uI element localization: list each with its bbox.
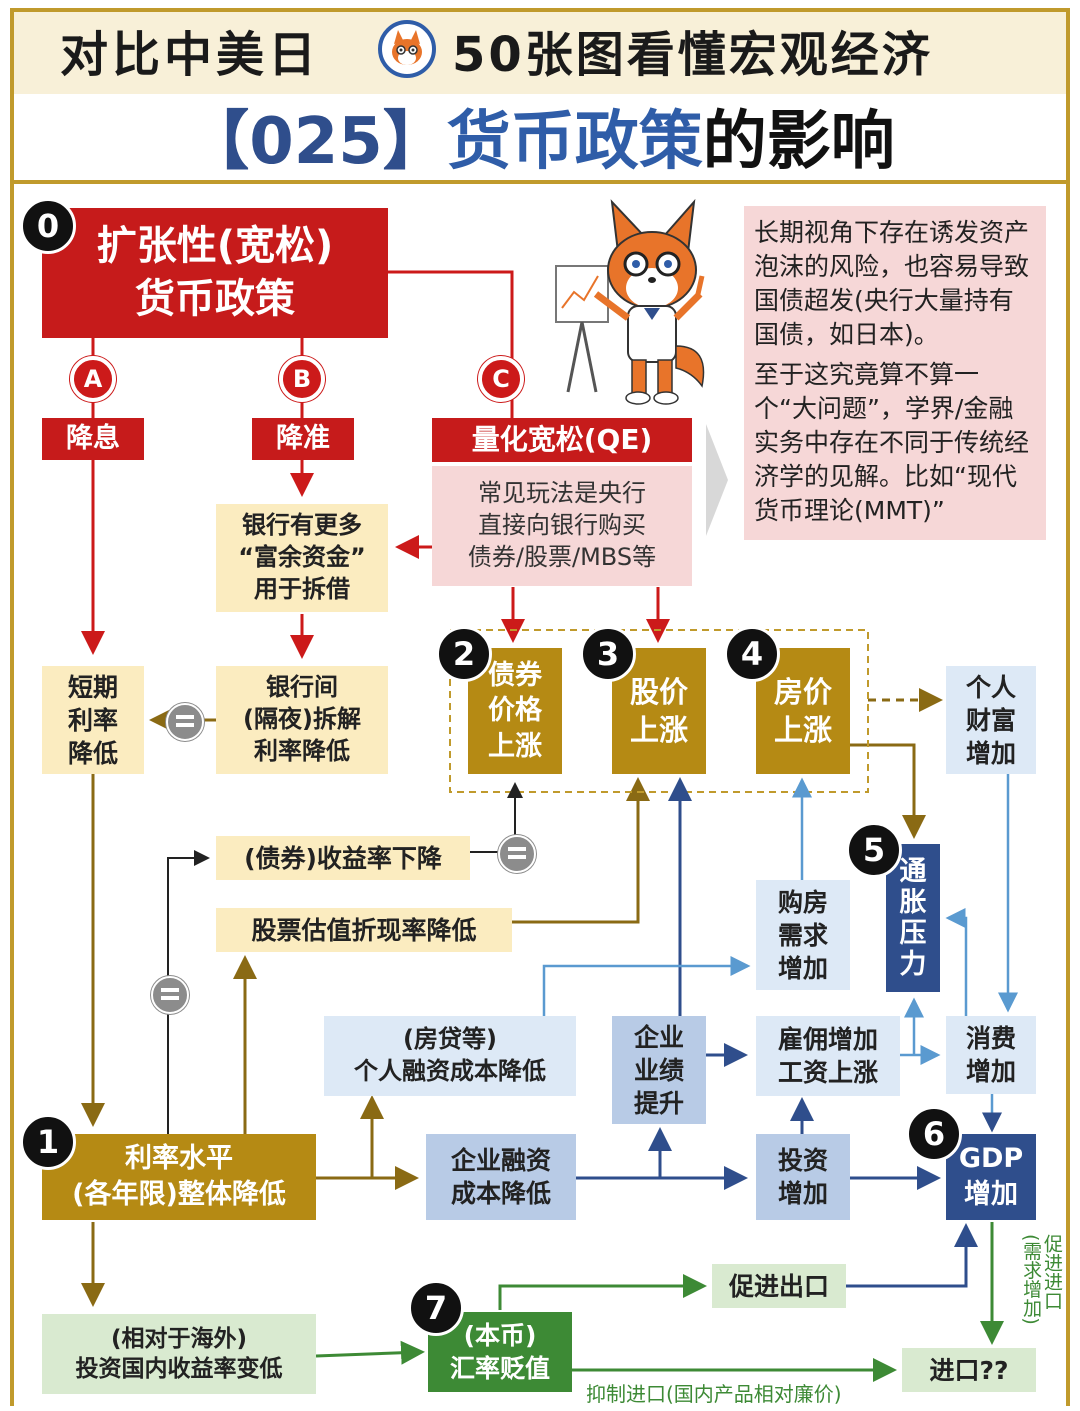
overseas-yield-box: (相对于海外) 投资国内收益率变低 xyxy=(42,1314,316,1394)
note-paragraph-1: 长期视角下存在诱发资产泡沫的风险，也容易导致国债超发(央行大量持有国债，如日本)… xyxy=(754,218,1030,349)
subtitle-row: 【025】 货币政策 的影响 xyxy=(10,92,1070,180)
imports-box: 进口?? xyxy=(902,1348,1036,1392)
housing-demand-box: 购房 需求 增加 xyxy=(756,880,850,990)
expansionary-policy-box: 扩张性(宽松) 货币政策 xyxy=(42,208,388,338)
employment-wage-box: 雇佣增加 工资上涨 xyxy=(756,1016,900,1096)
frame-right xyxy=(1066,8,1070,1406)
step-4-badge: 4 xyxy=(724,626,780,682)
cut-rrr-box: 降准 xyxy=(252,418,354,460)
frame-left xyxy=(10,8,14,1406)
equity-discount-box: 股票估值折现率降低 xyxy=(216,908,512,952)
path-a-badge: A xyxy=(70,356,116,402)
subtitle-blue: 货币政策 xyxy=(446,105,703,179)
wealth-increase-box: 个人 财富 增加 xyxy=(946,666,1036,774)
corporate-finance-cost-box: 企业融资 成本降低 xyxy=(426,1134,576,1220)
promote-import-label: 促进进口 (需求增加) xyxy=(1020,1234,1063,1325)
step-1-badge: 1 xyxy=(20,1114,76,1170)
equal-icon-3 xyxy=(151,976,189,1014)
fox-teacher-illustration xyxy=(552,196,722,410)
note-paragraph-2: 至于这究竟算不算一个“大问题”，学界/金融实务中存在不同于传统经济学的见解。比如… xyxy=(754,360,1030,525)
step-7-badge: 7 xyxy=(408,1280,464,1336)
path-c-badge: C xyxy=(478,356,524,402)
fox-logo-icon xyxy=(378,20,436,78)
subtitle-black: 的影响 xyxy=(702,105,895,179)
corporate-performance-box: 企业 业绩 提升 xyxy=(612,1016,706,1124)
qe-description-box: 常见玩法是央行 直接向银行购买 债券/股票/MBS等 xyxy=(432,466,692,586)
personal-finance-cost-box: (房贷等) 个人融资成本降低 xyxy=(324,1016,576,1096)
equal-icon-1 xyxy=(166,703,204,741)
bond-yield-box: (债券)收益率下降 xyxy=(216,836,470,880)
path-b-badge: B xyxy=(279,356,325,402)
header-bar xyxy=(10,8,1070,94)
step-2-badge: 2 xyxy=(436,626,492,682)
consumption-increase-box: 消费 增加 xyxy=(946,1016,1036,1094)
qe-box: 量化宽松(QE) xyxy=(432,418,692,462)
note-box: 长期视角下存在诱发资产泡沫的风险，也容易导致国债超发(央行大量持有国债，如日本)… xyxy=(744,206,1046,540)
cut-rate-box: 降息 xyxy=(42,418,144,460)
step-3-badge: 3 xyxy=(580,626,636,682)
inflation-pressure-box: 通 胀 压 力 xyxy=(886,844,940,992)
investment-increase-box: 投资 增加 xyxy=(756,1134,850,1220)
subtitle-number: 【025】 xyxy=(185,105,447,179)
suppress-import-label: 抑制进口(国内产品相对廉价) xyxy=(586,1382,842,1406)
header-title-left: 对比中美日 xyxy=(60,27,321,83)
short-rate-box: 短期 利率 降低 xyxy=(42,666,144,774)
equal-icon-2 xyxy=(498,835,536,873)
stock-price-up-box: 股价 上涨 xyxy=(612,648,706,774)
interbank-rate-box: 银行间 (隔夜)拆解 利率降低 xyxy=(216,666,388,774)
promote-export-box: 促进出口 xyxy=(712,1264,846,1308)
step-5-badge: 5 xyxy=(846,822,902,878)
gdp-increase-box: GDP 增加 xyxy=(946,1134,1036,1220)
step-6-badge: 6 xyxy=(906,1106,962,1162)
bank-funds-box: 银行有更多 “富余资金” 用于拆借 xyxy=(216,504,388,612)
header-divider xyxy=(10,180,1070,184)
step-0-badge: 0 xyxy=(20,198,76,254)
rate-level-box: 利率水平 (各年限)整体降低 xyxy=(42,1134,316,1220)
header-title-right: 50张图看懂宏观经济 xyxy=(452,27,933,83)
